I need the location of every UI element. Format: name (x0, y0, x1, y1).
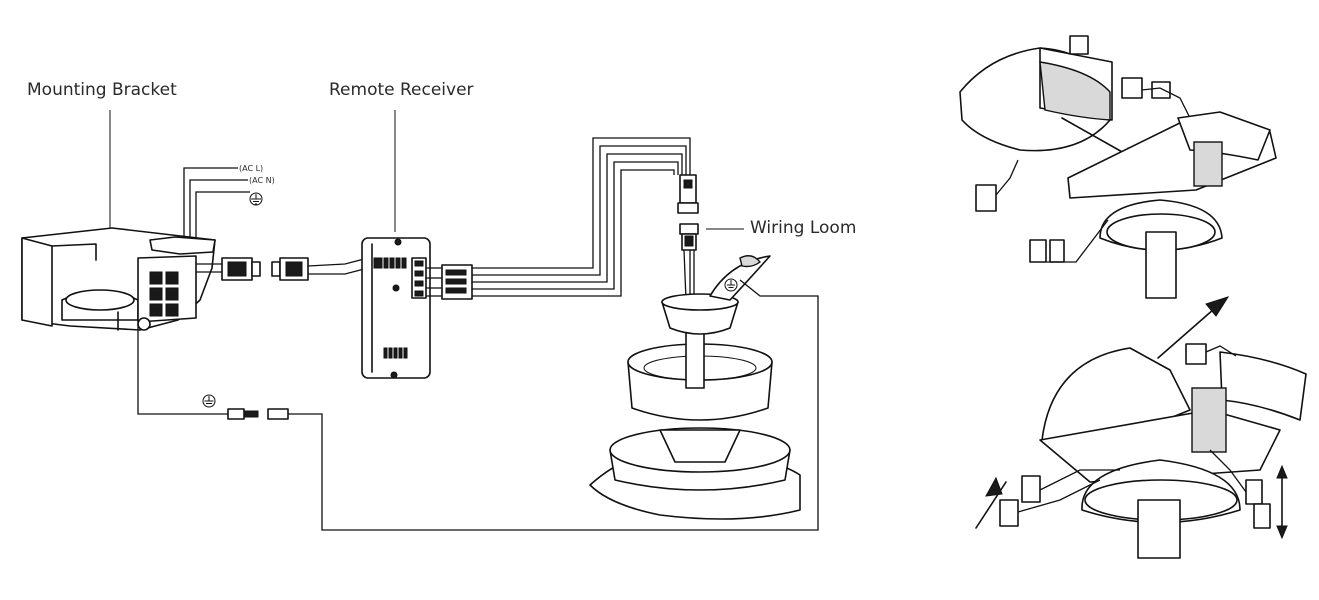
arrow-icon (1276, 464, 1288, 540)
mounting-bracket-label: Mounting Bracket (27, 80, 177, 100)
earth-icon (249, 192, 263, 206)
receiver-output-connector (426, 264, 473, 300)
bracket-connector (196, 257, 261, 281)
remote-receiver (361, 237, 431, 379)
ac-live-label: (AC L) (239, 164, 263, 173)
assembly-illustration-bottom (975, 296, 1307, 559)
receiver-output-port (411, 257, 427, 299)
arrow-icon (1157, 296, 1230, 359)
receiver-antenna-slots (383, 347, 408, 359)
fan-motor (589, 255, 801, 520)
earth-loop-earth-icon (202, 394, 216, 408)
arrow-icon (975, 476, 1007, 529)
earth-loop-connector (227, 408, 289, 420)
remote-receiver-label: Remote Receiver (329, 80, 474, 100)
receiver-input-connector (271, 257, 369, 281)
receiver-input-port (373, 257, 407, 269)
ac-neutral-label: (AC N) (249, 176, 275, 185)
loom-wires (472, 137, 691, 297)
earth-loop-wire (137, 279, 819, 531)
mounting-bracket (21, 227, 216, 331)
wiring-loom-plug (677, 174, 699, 301)
wiring-loom-label: Wiring Loom (750, 218, 856, 238)
assembly-illustration-top (959, 35, 1277, 299)
